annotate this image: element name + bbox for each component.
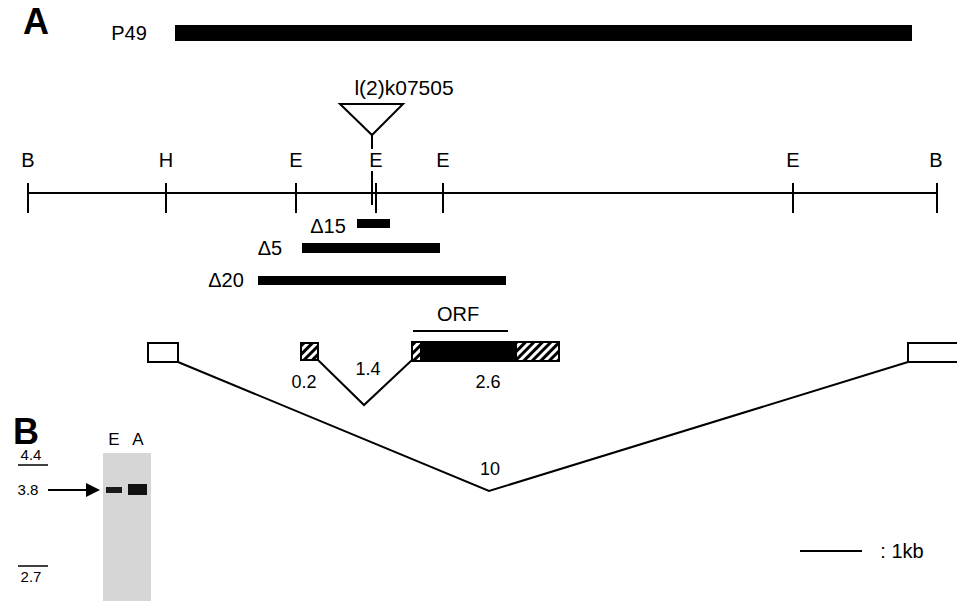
orf-line bbox=[413, 330, 508, 332]
scale-label: : 1kb bbox=[879, 540, 924, 562]
orf-label: ORF bbox=[436, 303, 480, 325]
exon-box bbox=[908, 343, 957, 362]
site-letter: E bbox=[435, 149, 450, 171]
marker-size: 3.8 bbox=[17, 482, 40, 499]
insertion-name: l(2)k07505 bbox=[353, 76, 454, 99]
marker-arrow bbox=[48, 489, 88, 491]
lane-label: E bbox=[107, 431, 120, 450]
marker-size: 4.4 bbox=[20, 447, 43, 464]
marker-size: 2.7 bbox=[20, 569, 43, 586]
panel-letter: A bbox=[22, 2, 50, 42]
exon-box bbox=[412, 342, 559, 361]
restriction-ticks bbox=[28, 183, 937, 213]
size-number: 10 bbox=[479, 460, 501, 480]
intron-line bbox=[178, 362, 908, 491]
marker-line bbox=[18, 464, 48, 466]
p49-bar bbox=[175, 25, 912, 41]
genomic-line bbox=[28, 192, 938, 194]
gel-band bbox=[128, 484, 147, 495]
exon-box bbox=[148, 343, 178, 362]
site-letter: E bbox=[785, 149, 800, 171]
gel-band bbox=[106, 487, 122, 493]
marker-arrow bbox=[86, 483, 100, 497]
deletion-bar bbox=[302, 243, 440, 253]
insertion-triangle bbox=[340, 104, 403, 135]
clone-name: P49 bbox=[110, 22, 148, 44]
size-number: 1.4 bbox=[354, 360, 381, 380]
site-letter: E bbox=[368, 149, 383, 171]
site-letter: E bbox=[288, 149, 303, 171]
gel-image bbox=[103, 453, 151, 601]
site-letter: H bbox=[158, 149, 174, 171]
site-letter: B bbox=[928, 149, 943, 171]
intron-line bbox=[318, 360, 412, 405]
scale-bar bbox=[800, 550, 862, 552]
deletion-name: Δ20 bbox=[207, 269, 245, 291]
size-number: 0.2 bbox=[290, 373, 317, 393]
site-letter: B bbox=[20, 149, 35, 171]
deletion-bar bbox=[258, 276, 506, 285]
lane-label: A bbox=[131, 431, 144, 450]
marker-line bbox=[18, 565, 48, 567]
size-number: 2.6 bbox=[474, 373, 501, 393]
exon-box bbox=[301, 343, 318, 360]
deletion-name: Δ15 bbox=[309, 215, 347, 237]
deletion-bar bbox=[357, 219, 390, 228]
coding-region bbox=[420, 342, 517, 361]
deletion-name: Δ5 bbox=[257, 237, 283, 259]
